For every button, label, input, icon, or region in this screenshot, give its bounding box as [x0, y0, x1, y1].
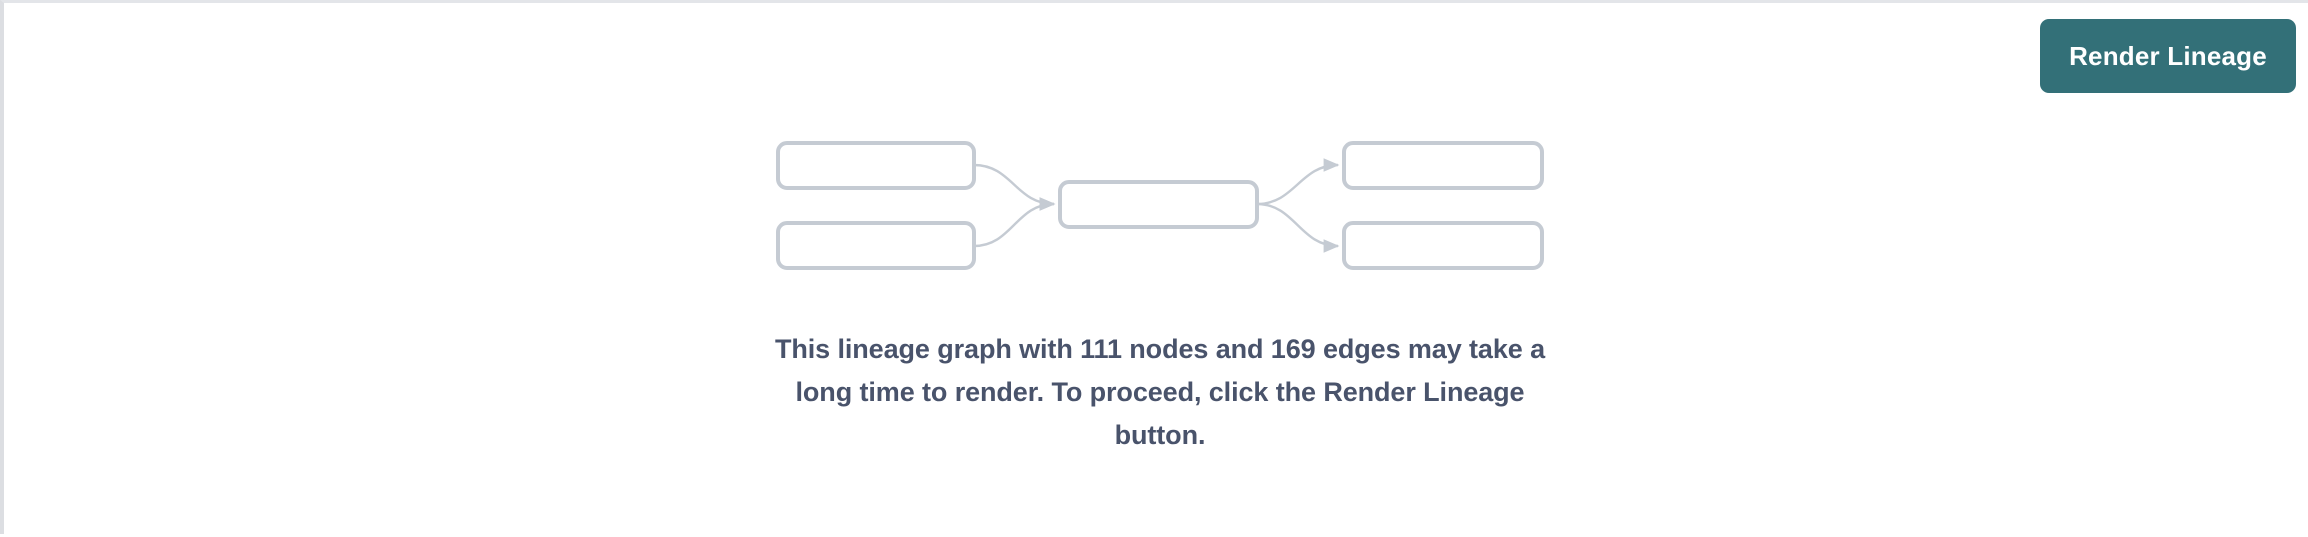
graph-edges [973, 158, 1340, 253]
edge-focus-to-downstream-2 [1256, 202, 1340, 253]
graph-nodes [776, 141, 1544, 270]
graph-node-focus [1058, 180, 1259, 229]
graph-node-upstream-1 [776, 141, 976, 190]
render-lineage-button[interactable]: Render Lineage [2040, 19, 2296, 93]
edge-upstream-2-to-focus [973, 197, 1056, 248]
edge-focus-to-downstream-1 [1256, 158, 1340, 206]
graph-node-downstream-1 [1342, 141, 1544, 190]
graph-node-upstream-2 [776, 221, 976, 270]
edge-upstream-1-to-focus [973, 163, 1056, 211]
lineage-warning-message: This lineage graph with 111 nodes and 16… [774, 334, 1545, 450]
graph-node-downstream-2 [1342, 221, 1544, 270]
